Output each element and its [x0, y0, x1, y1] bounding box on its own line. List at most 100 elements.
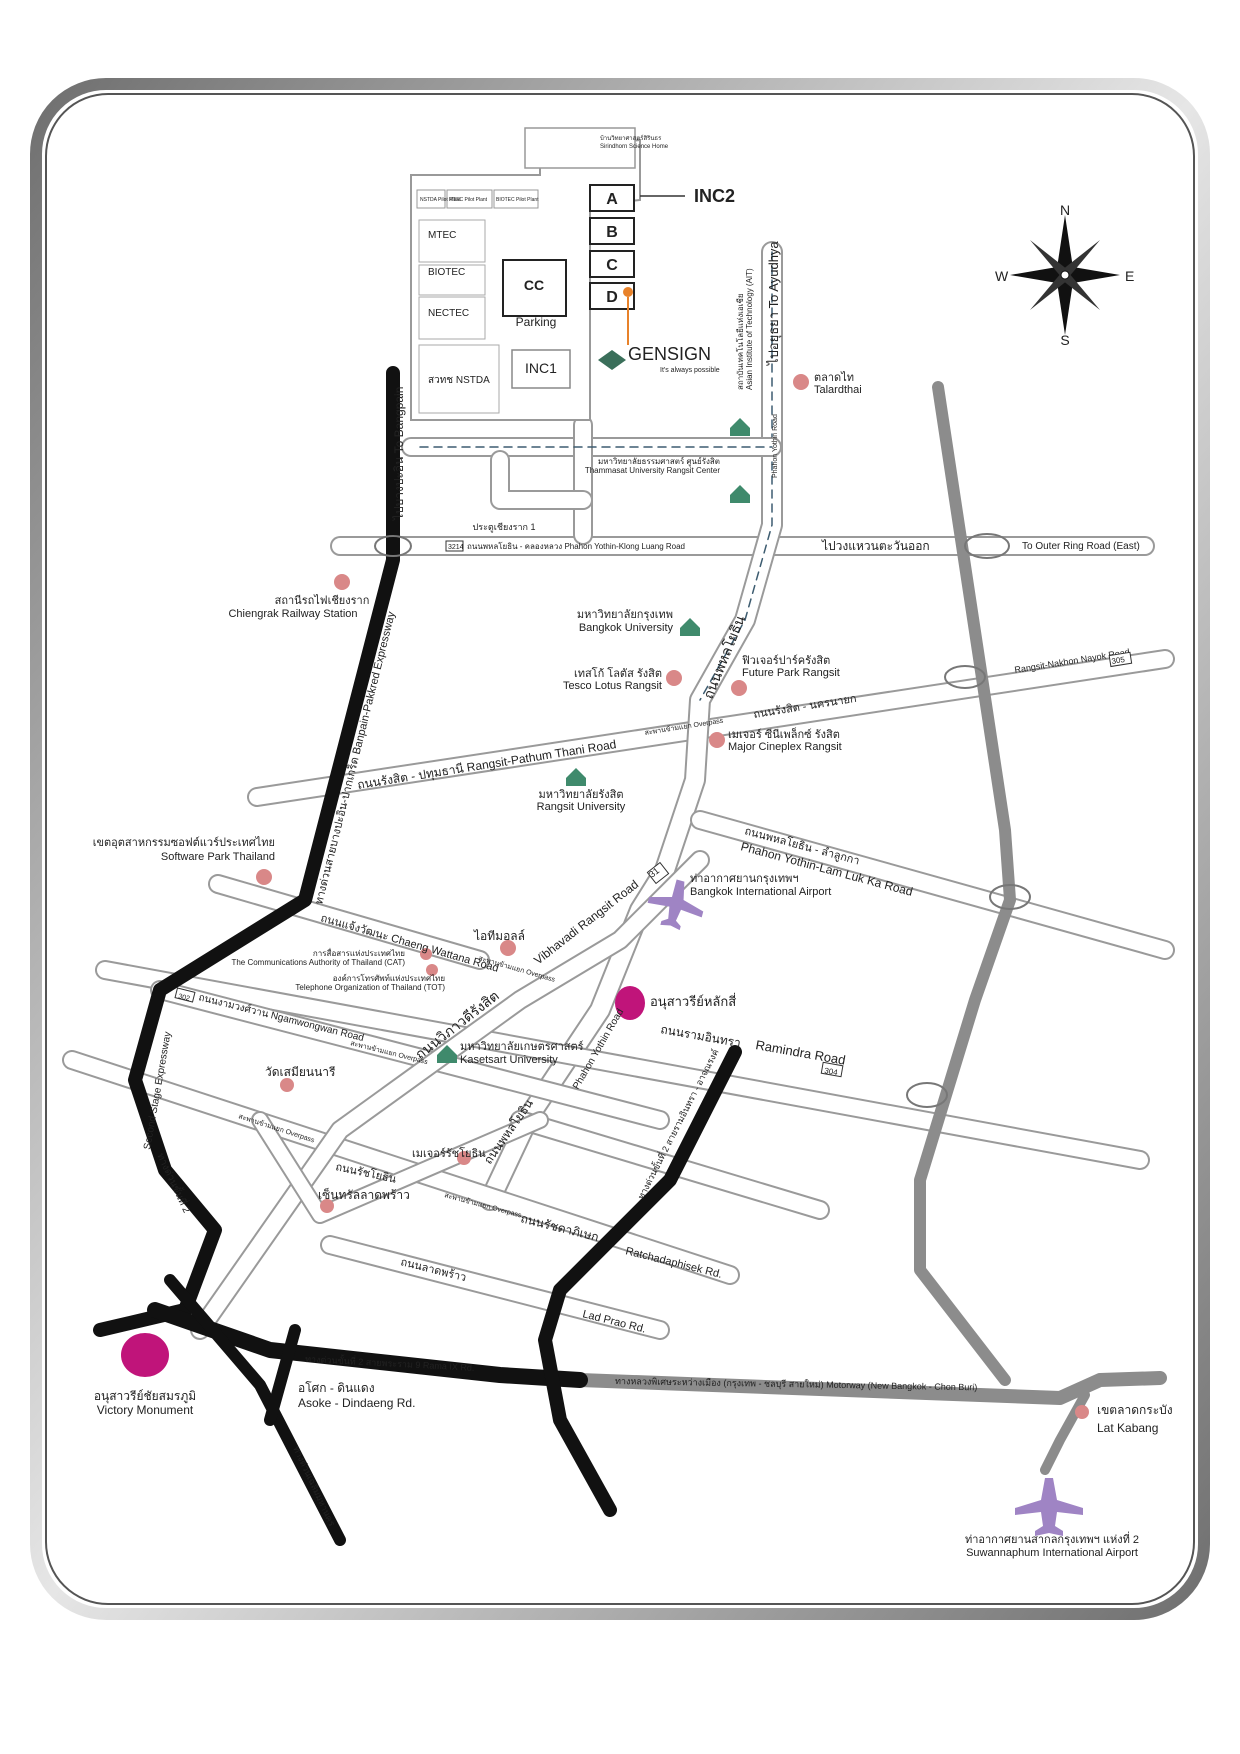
label-tesco-en: Tesco Lotus Rangsit [563, 680, 662, 692]
top-note-en: Sirindhorn Science Home [600, 144, 669, 150]
building-cc [502, 259, 567, 317]
interchange-rangsit [944, 665, 986, 689]
road-expressways [93, 366, 742, 1546]
poi-dot-wat [280, 1078, 294, 1092]
building-d-label: D [606, 289, 618, 306]
gate-label: ประตูเชียงราก 1 [473, 522, 536, 533]
label-ait-th: สถาบันเทคโนโลยีแห่งเอเชีย [735, 293, 745, 390]
building-a-label: A [606, 191, 618, 208]
road-rangsit-nakhon-nayok [247, 649, 1175, 807]
gensign-label: GENSIGN [628, 344, 711, 364]
parking-label: Parking [516, 315, 557, 329]
label-lat-kabang-th: เขตลาดกระบัง [1097, 1403, 1173, 1417]
road-lam-luk-ka [690, 810, 1175, 960]
agency-nectec: NECTEC [428, 308, 469, 319]
label-asoke-en: Asoke - Dindaeng Rd. [298, 1396, 415, 1410]
campus-area: บ้านวิทยาศาสตร์สิรินธร Sirindhorn Scienc… [410, 127, 735, 533]
road-vibhavadi [190, 850, 710, 1340]
road-ramindra [95, 960, 1150, 1170]
label-software-park-th: เขตอุตสาหกรรมซอฟต์แวร์ประเทศไทย [93, 836, 275, 849]
label-software-park-en: Software Park Thailand [161, 851, 275, 863]
university-thammasat-icon [730, 485, 750, 503]
poi-dot-talardthai [793, 374, 809, 390]
label-it-mall: ไอทีมอลล์ [473, 929, 525, 943]
label-rangsit-u-th: มหาวิทยาลัยรังสิต [538, 789, 623, 801]
interchange-bangpain [374, 535, 412, 557]
label-bangpain-exp: ทางด่วนสายบางปะอิน-ปากเกร็ด Banpain-Pakk… [311, 610, 398, 906]
compass-n: N [1060, 202, 1070, 218]
label-outer-ring-en: To Outer Ring Road (East) [1022, 541, 1140, 552]
university-kasetsart-icon [437, 1045, 457, 1063]
university-bangkok-icon [680, 618, 700, 636]
label-second-stage-th: ทางด่วนขั้นที่ 2 [154, 1150, 194, 1215]
road-ngamwongwan [150, 980, 670, 1130]
monument-victory-icon [121, 1333, 169, 1377]
poi-dot-major-ratchayothin [457, 1151, 471, 1165]
building-c [589, 250, 635, 278]
label-laksi: อนุสาวรีย์หลักสี่ [650, 993, 736, 1010]
poi-dot-tot [426, 964, 438, 976]
road-lad-prao [320, 1235, 670, 1340]
label-klong-luang: ถนนพหลโยธิน - คลองหลวง Phahon Yothin-Klo… [467, 541, 685, 551]
interchange-ramindra [906, 1082, 948, 1108]
label-chiengrak-en: Chiengrak Railway Station [228, 608, 357, 620]
poi-dot-it-mall [500, 940, 516, 956]
map-frame-inner [45, 93, 1195, 1605]
label-route-302: 302 [178, 993, 191, 1003]
poi-dot-central [320, 1199, 334, 1213]
label-thammasat-th: มหาวิทยาลัยธรรมศาสตร์ ศูนย์รังสิต [598, 456, 720, 467]
building-inc1 [511, 349, 571, 389]
label-victory-en: Victory Monument [97, 1403, 194, 1417]
label-cat-en: The Communications Authority of Thailand… [231, 958, 405, 967]
label-major-ratchayothin: เมเจอร์รัชโยธิน [412, 1146, 486, 1160]
label-suvarnabhumi-en: Suwannaphum International Airport [966, 1547, 1138, 1559]
airport-icons [647, 879, 1083, 1536]
label-route-3214: 3214 [448, 544, 464, 551]
airport-donmuang-icon [647, 879, 704, 931]
poi-dot-tesco [666, 670, 682, 686]
interchanges [374, 533, 1031, 1108]
gensign-marker [623, 287, 633, 297]
pilot-plant-2: BIOTEC Pilot Plant [496, 197, 539, 203]
label-bangkok-u-en: Bangkok University [579, 622, 674, 634]
label-future-park-en: Future Park Rangsit [742, 667, 840, 679]
label-airport-dm-en: Bangkok International Airport [690, 886, 831, 898]
label-talardthai-en: Talardthai [814, 384, 862, 396]
label-route-304: 304 [824, 1066, 839, 1077]
road-campus-access [401, 415, 782, 545]
gensign-tagline: It's always possible [660, 367, 720, 374]
label-future-park-th: ฟิวเจอร์ปาร์ครังสิต [742, 654, 831, 667]
poi-dot-cat [420, 948, 432, 960]
inc2-label: INC2 [694, 186, 735, 206]
building-b-label: B [606, 224, 618, 241]
compass-rose-icon: N S E W [995, 202, 1134, 348]
poi-dot-lat-kabang [1075, 1405, 1089, 1419]
monument-laksi-icon [615, 986, 645, 1020]
label-asoke-th: อโศก - ดินแดง [298, 1381, 375, 1395]
label-tot-th: องค์การโทรศัพท์แห่งประเทศไทย [333, 973, 445, 983]
agency-nstda: สวทช NSTDA [428, 375, 490, 386]
road-chaeng-wattana [208, 874, 490, 970]
label-kasetsart-th: มหาวิทยาลัยเกษตรศาสตร์ [460, 1040, 584, 1053]
label-to-bangpain: ไปบางปะอิน To Bangpain [392, 387, 406, 521]
monument-markers [121, 986, 645, 1377]
label-tesco-th: เทสโก้ โลตัส รังสิต [574, 666, 662, 680]
university-ait-icon [730, 418, 750, 436]
label-route-31: 31 [647, 866, 661, 880]
poi-dot-software-park [256, 869, 272, 885]
label-ramindra-th: ถนนรามอินทรา [659, 1022, 741, 1050]
label-bangkok-u-th: มหาวิทยาลัยกรุงเทพ [577, 609, 673, 621]
compass-w: W [995, 268, 1009, 284]
label-thammasat-en: Thammasat University Rangsit Center [585, 466, 720, 475]
agency-biotec: BIOTEC [428, 267, 465, 278]
label-outer-ring-th: ไปวงแหวนตะวันออก [821, 539, 930, 553]
top-note-th: บ้านวิทยาศาสตร์สิรินธร [600, 134, 662, 142]
label-route-305: 305 [1111, 655, 1126, 666]
label-to-ayudhya: ไปอยุธยา To Ayudhya [766, 241, 782, 366]
building-cc-label: CC [524, 277, 544, 293]
building-inc1-label: INC1 [525, 360, 557, 376]
building-c-label: C [606, 257, 618, 274]
compass-s: S [1060, 332, 1069, 348]
pilot-plant-1: MTEC Pilot Plant [449, 197, 488, 203]
